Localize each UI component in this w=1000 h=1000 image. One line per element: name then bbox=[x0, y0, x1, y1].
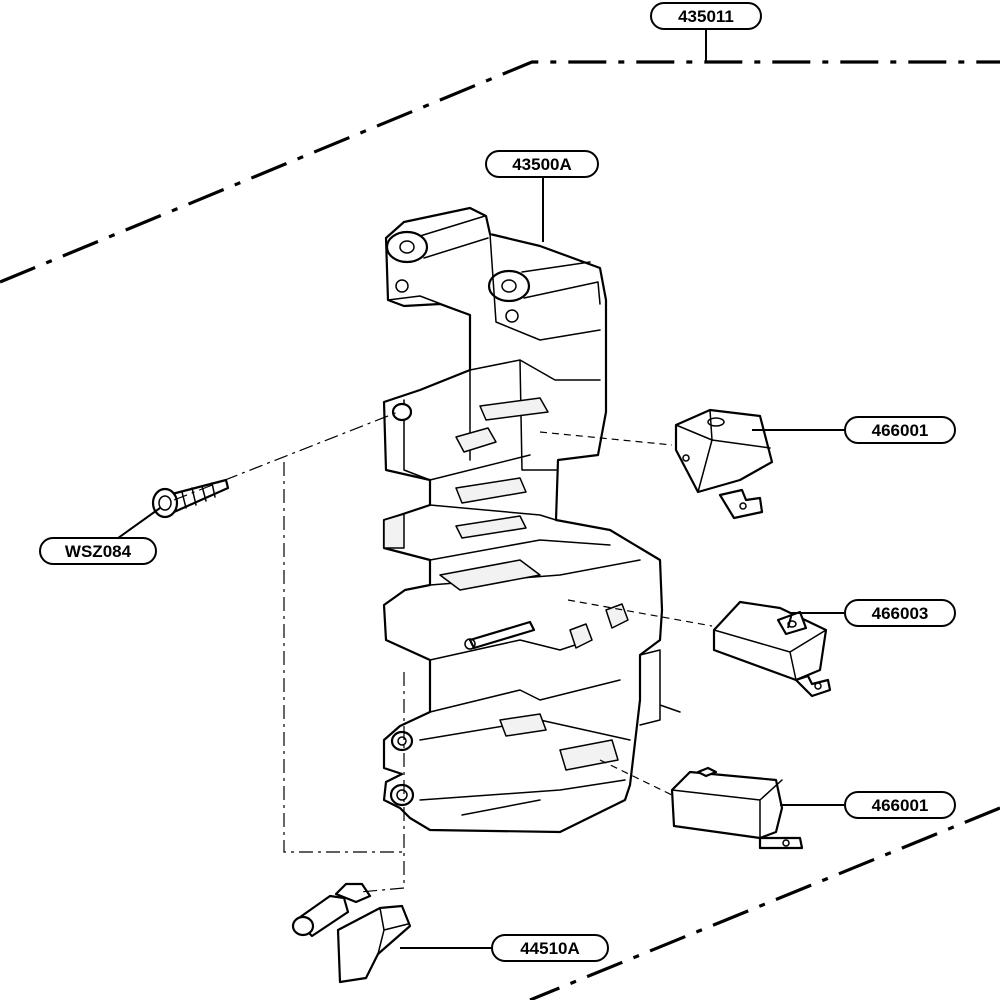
label-switch-bottom-text: 466001 bbox=[872, 796, 929, 815]
label-switch-middle-text: 466003 bbox=[872, 604, 929, 623]
microswitch-top bbox=[674, 408, 774, 520]
label-lever: 44510A bbox=[491, 934, 609, 962]
latch-frame-body bbox=[382, 206, 681, 834]
label-lever-text: 44510A bbox=[520, 939, 580, 958]
label-frame-text: 43500A bbox=[512, 155, 572, 174]
label-switch-middle: 466003 bbox=[844, 599, 956, 627]
lever-part bbox=[291, 882, 412, 984]
label-switch-top: 466001 bbox=[844, 416, 956, 444]
label-screw: WSZ084 bbox=[39, 537, 157, 565]
label-switch-top-text: 466001 bbox=[872, 421, 929, 440]
assembly-lines bbox=[173, 411, 713, 893]
screw-part bbox=[151, 478, 230, 519]
label-frame: 43500A bbox=[485, 150, 599, 178]
label-assembly: 435011 bbox=[650, 2, 762, 30]
label-switch-bottom: 466001 bbox=[844, 791, 956, 819]
microswitch-middle bbox=[712, 600, 832, 698]
label-screw-text: WSZ084 bbox=[65, 542, 132, 561]
microswitch-bottom bbox=[670, 766, 804, 850]
leader-lines bbox=[99, 24, 845, 949]
label-assembly-text: 435011 bbox=[678, 7, 734, 26]
assembly-boundary bbox=[0, 60, 1000, 1000]
